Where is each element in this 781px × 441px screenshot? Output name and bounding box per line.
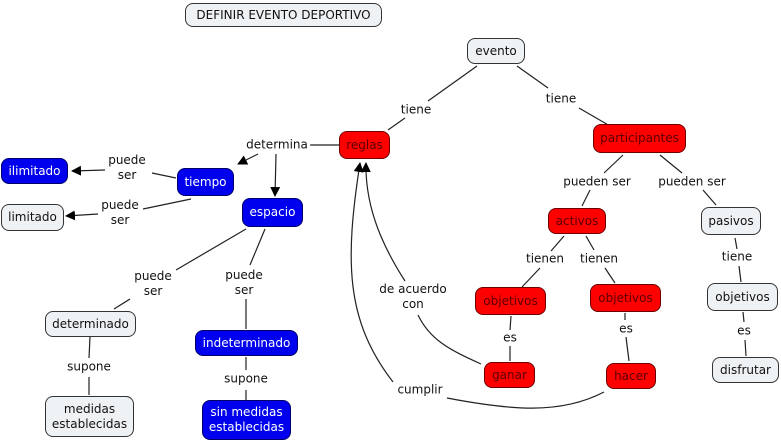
node-hacer[interactable]: hacer: [606, 363, 656, 389]
line-activos-tienen: [550, 235, 565, 252]
node-objetivos-pasivos[interactable]: objetivos: [707, 283, 778, 311]
link-label-tienen-1: tienen: [523, 251, 567, 267]
node-tiempo[interactable]: tiempo: [177, 168, 234, 196]
line-es-disfrutar: [744, 339, 747, 357]
line-puede-determinado: [113, 298, 131, 310]
node-medidas-establecidas[interactable]: medidas establecidas: [45, 396, 134, 437]
line-objetivos-es1: [509, 315, 512, 331]
line-participantes-pueden: [603, 154, 624, 174]
arrow-determina-espacio: [270, 153, 281, 197]
link-label-supone-determinado: supone: [65, 359, 113, 375]
link-label-determina: determina: [244, 137, 310, 153]
line-tiene-reglas: [387, 117, 406, 131]
line-tiene-participantes: [578, 107, 611, 127]
node-limitado[interactable]: limitado: [1, 204, 64, 231]
link-label-puede-ser-limitado: puede ser: [99, 198, 141, 228]
link-label-supone-indeterminado: supone: [222, 371, 270, 387]
link-label-cumplir: cumplir: [395, 382, 445, 398]
line-espacio-puede: [175, 228, 247, 271]
link-label-tiene-reglas: tiene: [398, 102, 434, 118]
node-objetivos-ganar[interactable]: objetivos: [475, 287, 546, 315]
node-evento[interactable]: evento: [467, 38, 525, 64]
node-activos[interactable]: activos: [548, 208, 606, 234]
arrow-puede-ilimitado: [71, 165, 106, 176]
arrow-puede-limitado: [65, 210, 99, 221]
link-label-tiene-participantes: tiene: [543, 91, 579, 107]
curve-cumplir-reglas: [350, 162, 394, 383]
line-espacio-puede2: [249, 228, 266, 266]
line-tiempo-puede2: [142, 198, 192, 210]
link-label-de-acuerdo-con: de acuerdo con: [377, 282, 449, 312]
line-pasivos-tiene: [734, 237, 738, 250]
line-evento-tiene: [427, 65, 478, 102]
node-sin-medidas-establecidas[interactable]: sin medidas establecidas: [202, 400, 291, 440]
line-es-hacer: [625, 336, 630, 362]
link-label-pueden-ser-activos: pueden ser: [561, 174, 633, 190]
line-determinado-supone: [88, 336, 91, 359]
link-label-es-ganar: es: [501, 330, 519, 346]
arrow-determina-tiempo: [237, 153, 259, 165]
line-evento-tiene2: [516, 65, 549, 89]
node-indeterminado[interactable]: indeterminado: [195, 330, 298, 356]
line-pueden-pasivos: [702, 189, 717, 206]
link-label-es-disfrutar: es: [735, 323, 753, 339]
link-label-puede-ser-indeterminado: puede ser: [223, 268, 265, 298]
map-title: DEFINIR EVENTO DEPORTIVO: [185, 3, 382, 27]
node-participantes[interactable]: participantes: [593, 124, 686, 153]
link-label-puede-ser-ilimitado: puede ser: [106, 153, 148, 183]
node-objetivos-hacer[interactable]: objetivos: [590, 284, 661, 312]
link-label-tienen-2: tienen: [577, 251, 621, 267]
link-label-puede-ser-determinado: puede ser: [132, 269, 174, 299]
curve-de-acuerdo-reglas: [360, 162, 406, 282]
link-label-es-hacer: es: [617, 321, 635, 337]
line-objetivos-es3: [742, 311, 745, 323]
line-participantes-pueden2: [659, 154, 683, 174]
curve-ganar-de-acuerdo: [417, 314, 482, 365]
line-tienen-objetivos1: [521, 267, 541, 288]
link-label-tiene-pasivos: tiene: [719, 249, 755, 265]
node-reglas[interactable]: reglas: [339, 131, 390, 159]
node-ilimitado[interactable]: ilimitado: [1, 158, 68, 184]
line-tiempo-puede: [151, 172, 177, 179]
node-espacio[interactable]: espacio: [242, 198, 303, 227]
node-disfrutar[interactable]: disfrutar: [712, 357, 779, 383]
node-determinado[interactable]: determinado: [45, 311, 136, 337]
line-pueden-activos: [581, 189, 591, 207]
line-activos-tienen2: [585, 235, 595, 251]
curve-hacer-cumplir: [446, 391, 605, 409]
link-label-pueden-ser-pasivos: pueden ser: [656, 174, 728, 190]
node-pasivos[interactable]: pasivos: [701, 207, 761, 235]
line-tiene-objetivos3: [738, 265, 742, 283]
node-ganar[interactable]: ganar: [484, 362, 535, 388]
line-tienen-objetivos2: [604, 267, 616, 284]
